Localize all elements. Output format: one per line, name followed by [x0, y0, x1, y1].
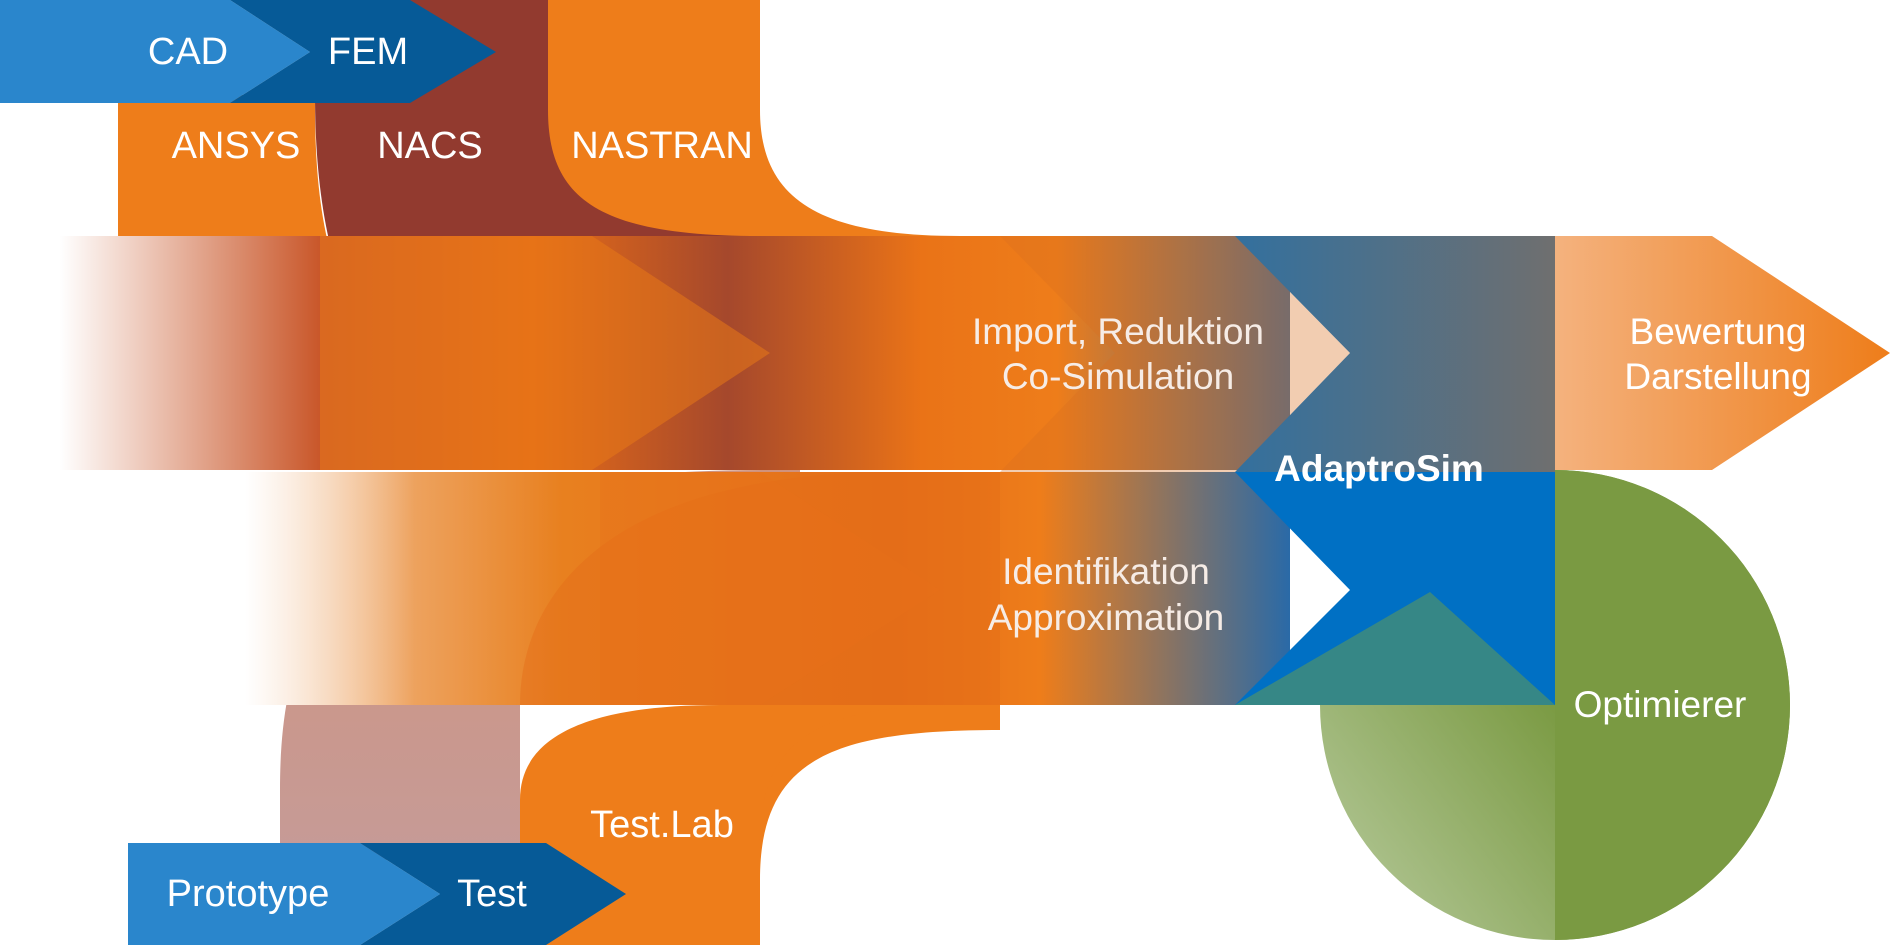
output-line2: Darstellung [1624, 356, 1811, 397]
ansys-label: ANSYS [172, 125, 301, 167]
ident-band-fade [245, 472, 415, 705]
center-chevron-in [1000, 236, 1350, 472]
import-band-fade [60, 236, 320, 470]
import-line2: Co-Simulation [1002, 356, 1234, 397]
ident-line1: Identifikation [1002, 551, 1210, 592]
testlab-tail [520, 705, 960, 945]
adaptrosim-label: AdaptroSim [1274, 448, 1484, 489]
nastran-label: NASTRAN [571, 125, 753, 167]
fem-chevron[interactable] [230, 0, 496, 103]
fem-label: FEM [328, 31, 408, 73]
output-arrow [1555, 236, 1890, 470]
prototype-chevron[interactable] [128, 843, 440, 945]
prototype-label: Prototype [167, 873, 330, 915]
center-block-top [1235, 236, 1555, 472]
import-arrow [320, 236, 770, 470]
test-chevron[interactable] [360, 843, 626, 945]
cad-chevron[interactable] [0, 0, 310, 103]
testlab-label: Test.Lab [590, 804, 734, 846]
cad-label: CAD [148, 31, 228, 73]
ident-band [245, 472, 1290, 705]
optimizer-pie-core [1555, 470, 1790, 940]
ident-line2: Approximation [988, 597, 1225, 638]
nacs-label: NACS [377, 125, 483, 167]
import-line1: Import, Reduktion [972, 311, 1264, 352]
test-label: Test [457, 873, 527, 915]
optimizer-wedge [1235, 592, 1555, 705]
output-line1: Bewertung [1630, 311, 1807, 352]
ident-arrow [600, 472, 940, 705]
testlab-curve [520, 472, 1000, 705]
optimizer-label: Optimierer [1574, 684, 1747, 725]
